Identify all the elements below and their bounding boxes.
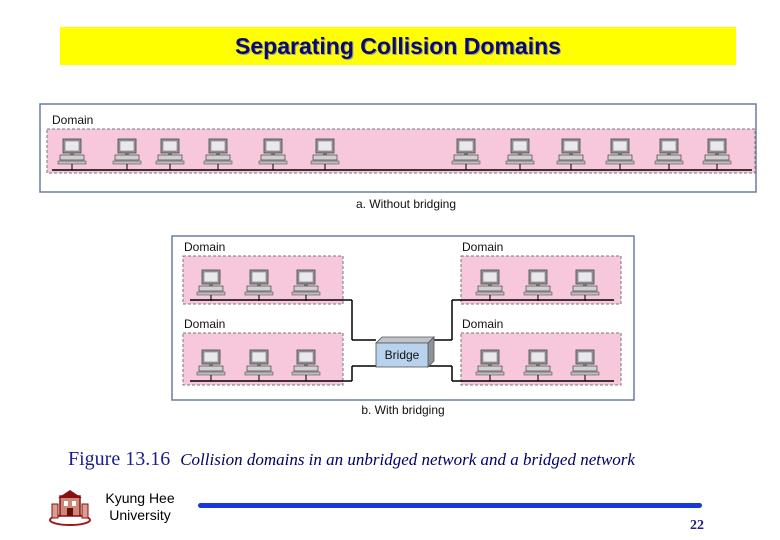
university-line2: University (109, 507, 171, 523)
bridge-label: Bridge (385, 348, 420, 362)
panel-a-domain-label: Domain (52, 113, 93, 127)
bridge-box: Bridge (375, 336, 435, 368)
slide-title: Separating Collision Domains (235, 32, 561, 59)
page-number: 22 (690, 518, 704, 533)
figure-number: Figure 13.16 (68, 448, 171, 470)
title-bar: Separating Collision Domains (60, 27, 736, 65)
panel-a-caption: a. Without bridging (356, 197, 456, 211)
panel-a-domain-area (46, 128, 756, 174)
panel-b: Domain Domain Domain Domain Bridge (171, 235, 635, 417)
figure-caption: Figure 13.16 Collision domains in an unbr… (68, 448, 635, 471)
figure-text: Collision domains in an unbridged networ… (180, 450, 635, 469)
panel-b-domain-label-tl: Domain (184, 240, 225, 254)
university-line1: Kyung Hee (105, 490, 175, 506)
panel-b-domain-label-br: Domain (462, 317, 503, 331)
panel-b-caption: b. With bridging (361, 403, 444, 417)
panel-b-domain-label-bl: Domain (184, 317, 225, 331)
university-name: Kyung Hee University (92, 490, 188, 524)
university-logo-icon (49, 490, 91, 526)
panel-b-domain-label-tr: Domain (462, 240, 503, 254)
footer-accent-line (198, 503, 702, 508)
panel-a: Domain a. Without bridging (39, 103, 757, 211)
